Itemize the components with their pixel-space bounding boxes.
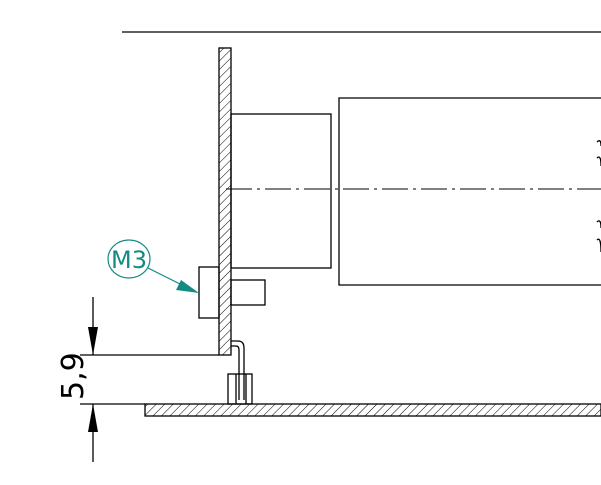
callout-arrow	[176, 280, 199, 293]
circuit-board	[144, 403, 601, 417]
bolt-shank	[230, 279, 266, 306]
edge-mark-top-2	[596, 156, 601, 167]
connector-block	[227, 373, 253, 405]
callout-bubble	[107, 239, 151, 279]
edge-mark-bottom	[596, 220, 601, 229]
thread-callout: M3	[107, 239, 199, 293]
callout-label: M3	[111, 246, 147, 274]
callout-leader	[147, 267, 185, 287]
dimension-label: 5,9	[56, 352, 91, 400]
dimension-arrow-top	[88, 327, 98, 355]
flange-box	[230, 113, 332, 269]
bent-pin-inner	[231, 345, 240, 400]
edge-mark-bottom-2	[596, 238, 601, 253]
cylinder-body	[338, 97, 601, 286]
mounting-panel	[218, 47, 232, 356]
dimension-arrow-bottom	[88, 404, 98, 432]
nut-left	[198, 266, 220, 319]
edge-mark-top	[596, 140, 601, 147]
bent-pin	[231, 340, 245, 400]
